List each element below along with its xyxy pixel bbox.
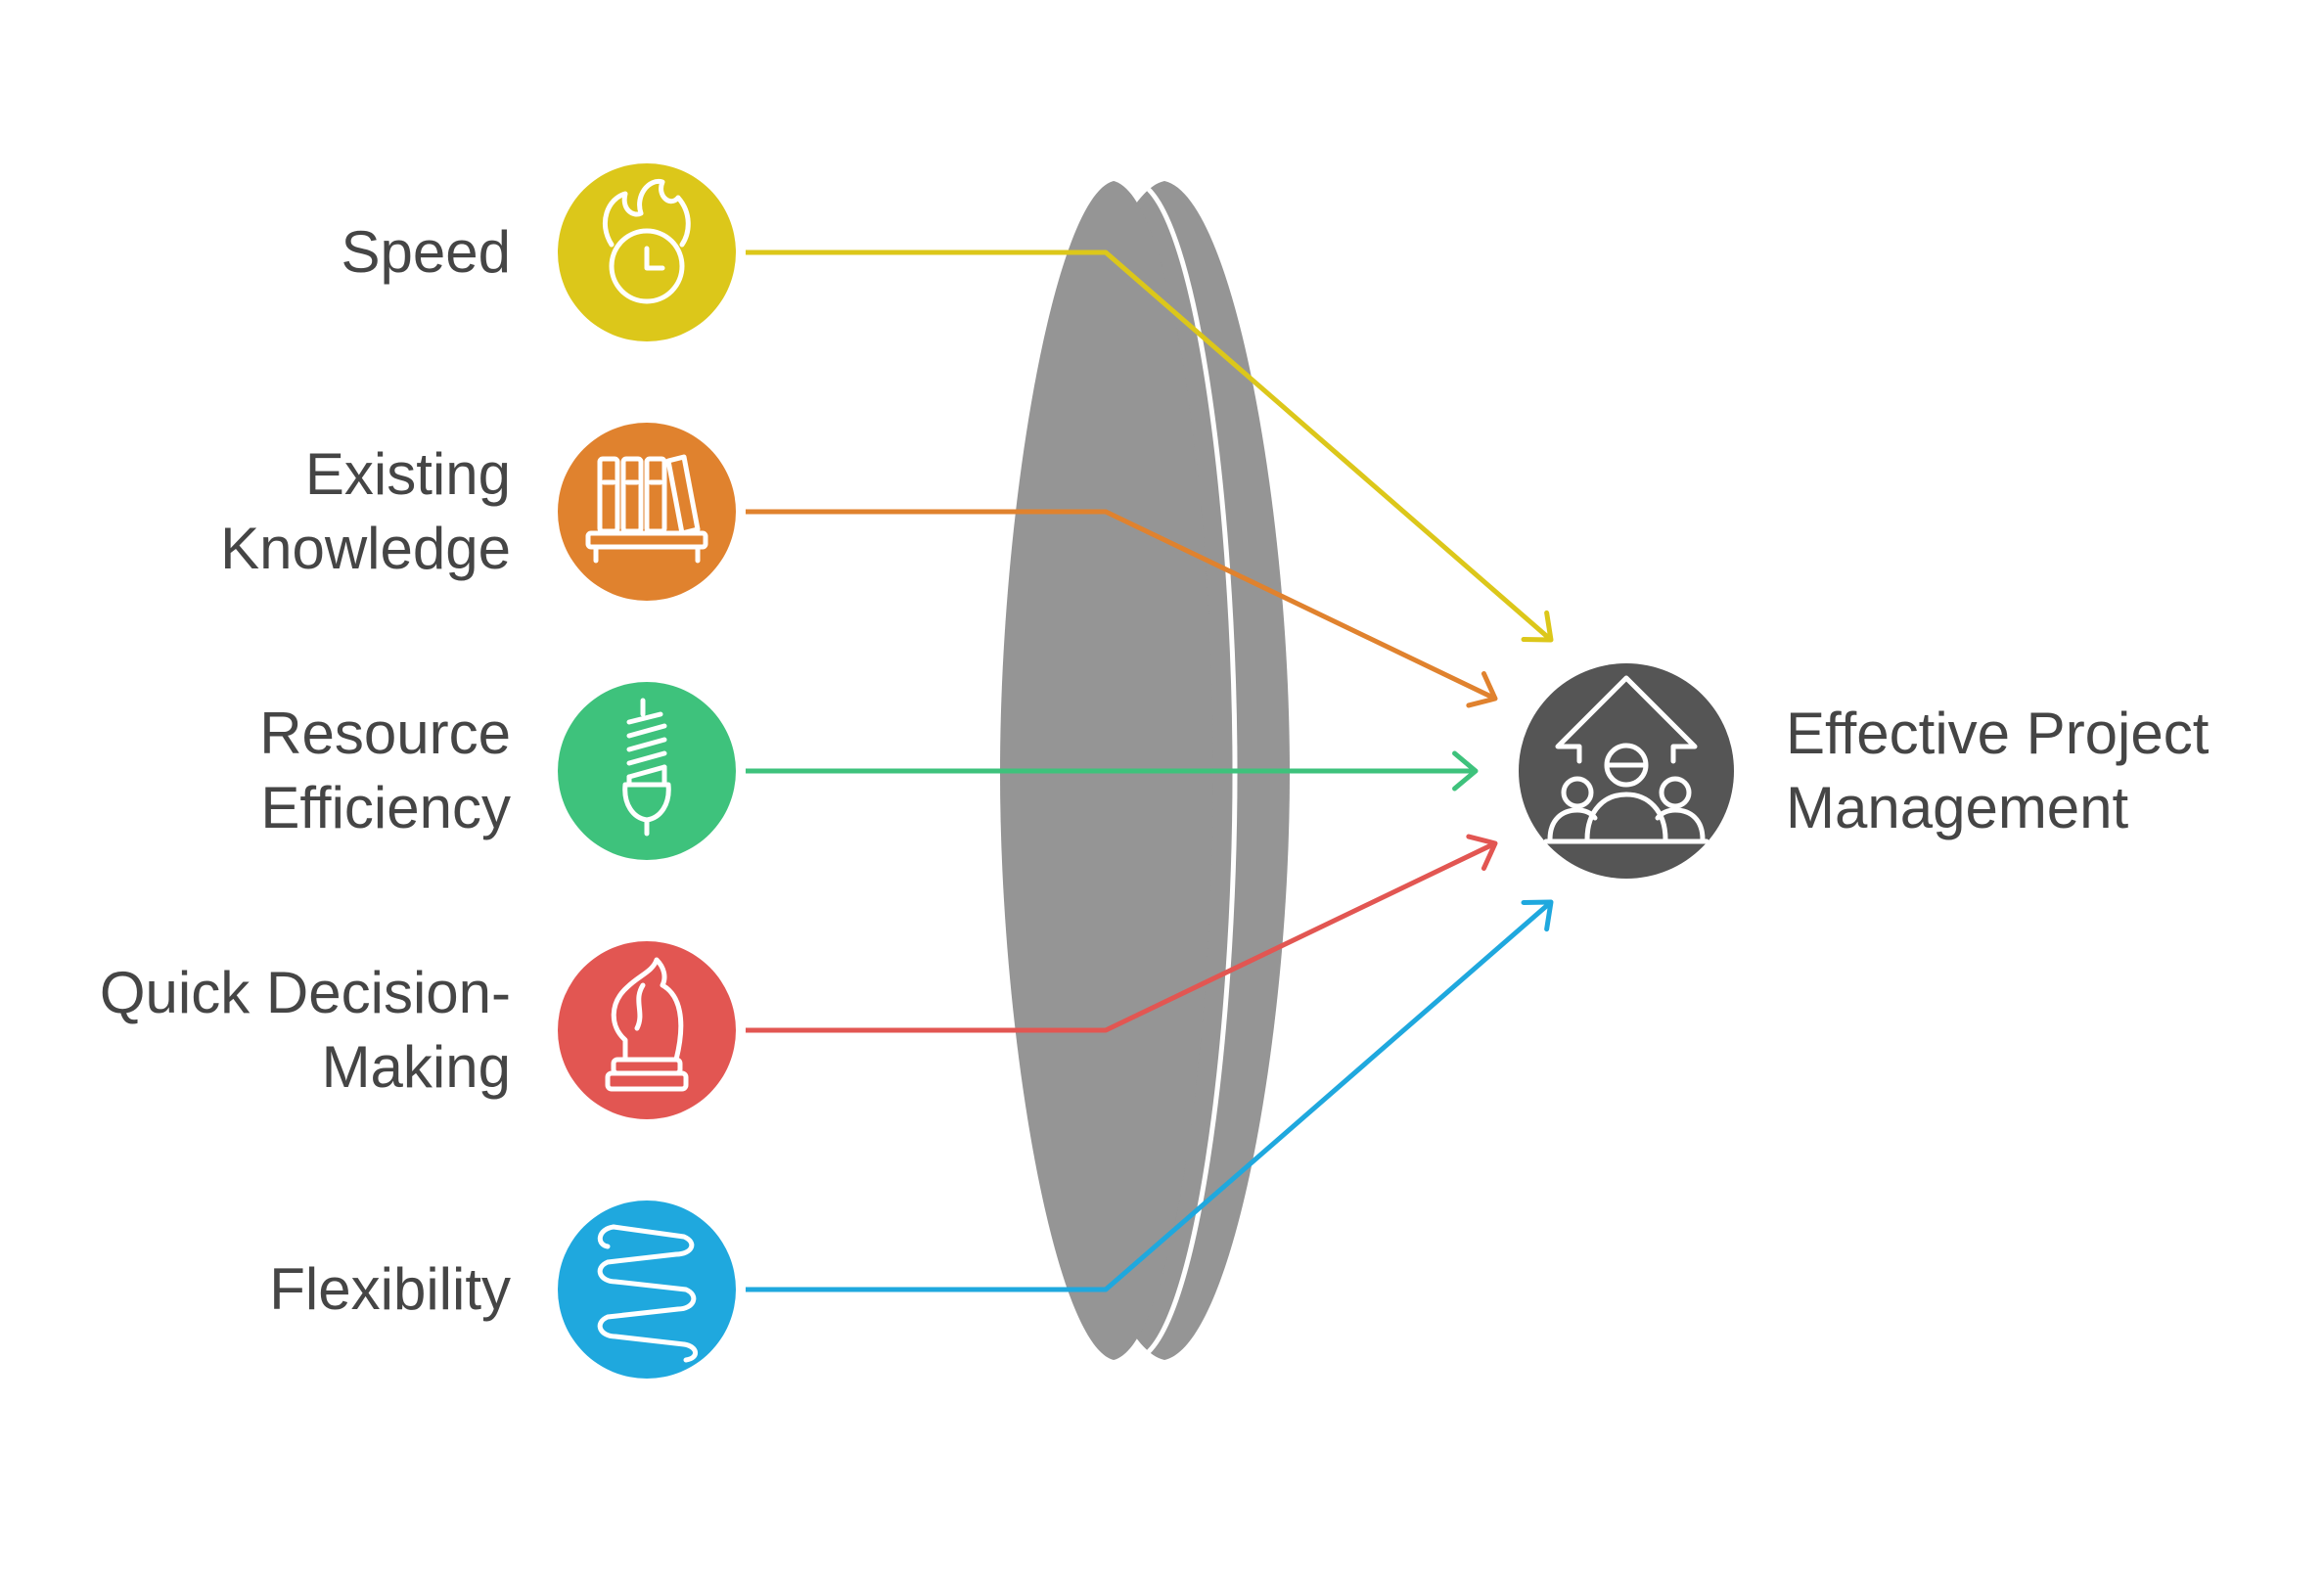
chess-knight-icon <box>605 957 689 1092</box>
output-label-line: Effective Project <box>1786 701 2210 766</box>
light-bulb-icon <box>622 698 671 837</box>
team-growth-icon <box>1543 675 1709 844</box>
connector-arrow <box>746 900 1553 1292</box>
input-label-line: Resource <box>259 701 511 766</box>
input-label-line: Speed <box>342 219 512 285</box>
input-label: Speed <box>342 219 512 285</box>
output-label: Effective Project Management <box>1786 701 2225 840</box>
arrowhead <box>1466 834 1498 872</box>
output-circle <box>1519 663 1734 879</box>
arrowhead <box>1521 899 1554 932</box>
arrowhead <box>1521 610 1554 643</box>
arrowhead <box>1452 750 1479 792</box>
connector-arrow <box>746 840 1497 1033</box>
input-node: Flexibility <box>269 1200 736 1379</box>
input-label: Flexibility <box>269 1256 511 1322</box>
output-label-line: Management <box>1786 775 2129 840</box>
bookshelf-icon <box>585 454 708 564</box>
output-node: Effective Project Management <box>1519 663 2225 879</box>
connector-arrow <box>746 509 1497 702</box>
input-label-line: Quick Decision- <box>100 960 511 1025</box>
flame-clock-icon <box>602 178 691 304</box>
input-label-line: Existing <box>305 441 511 507</box>
arrowhead <box>1466 670 1498 708</box>
connector-arrow <box>746 249 1553 642</box>
input-label-line: Knowledge <box>220 516 511 581</box>
input-circle <box>558 941 736 1119</box>
input-label-line: Making <box>322 1034 511 1100</box>
input-label-line: Flexibility <box>269 1256 511 1322</box>
arrows-layer <box>746 249 1554 1292</box>
spring-icon <box>597 1224 698 1363</box>
input-label-line: Efficiency <box>260 775 511 840</box>
input-circle <box>558 1200 736 1379</box>
input-node: Quick Decision- Making <box>100 941 736 1119</box>
input-node: Speed <box>342 163 736 341</box>
input-label: Quick Decision- Making <box>100 960 511 1100</box>
